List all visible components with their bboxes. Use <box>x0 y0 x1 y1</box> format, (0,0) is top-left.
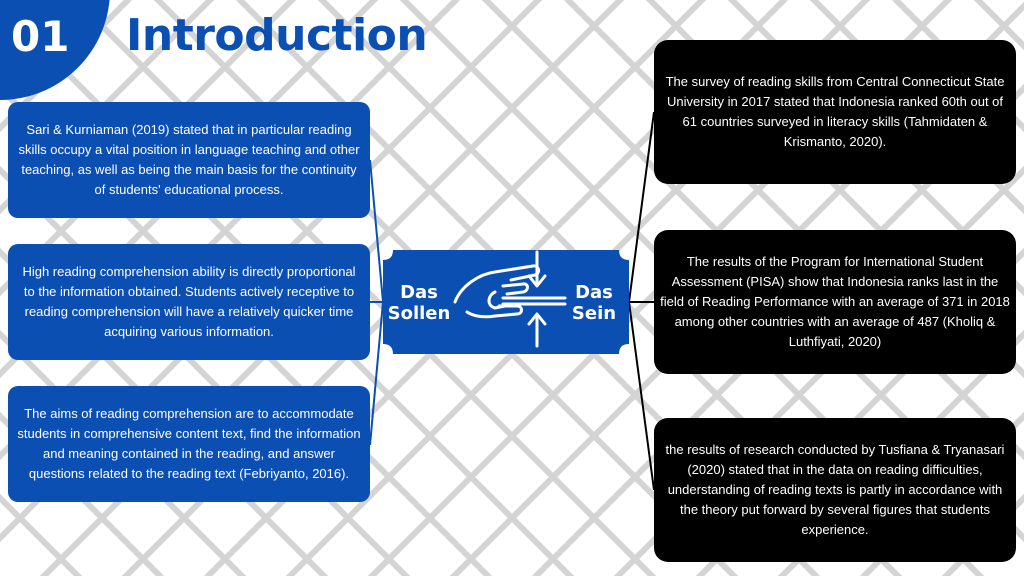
das-sollen-label: Das Sollen <box>387 282 451 324</box>
connector-right-1 <box>628 111 655 303</box>
left-box-3: The aims of reading comprehension are to… <box>8 386 370 502</box>
das-sein-label: Das Sein <box>571 282 617 324</box>
right-box-2: The results of the Program for Internati… <box>654 230 1016 374</box>
hand-pinch-icon <box>453 250 567 348</box>
right-box-3: the results of research conducted by Tus… <box>654 418 1016 562</box>
left-box-2-text: High reading comprehension ability is di… <box>22 264 356 339</box>
right-box-1-text: The survey of reading skills from Centra… <box>665 74 1005 149</box>
connector-left-1 <box>369 159 384 303</box>
center-ticket-shape <box>383 250 629 354</box>
page-title: Introduction <box>126 10 428 61</box>
left-box-1: Sari & Kurniaman (2019) stated that in p… <box>8 102 370 218</box>
left-box-3-text: The aims of reading comprehension are to… <box>17 406 361 481</box>
right-box-2-text: The results of the Program for Internati… <box>660 254 1010 349</box>
center-concept-block: Das Sollen Das Sein <box>383 250 629 354</box>
left-box-2: High reading comprehension ability is di… <box>8 244 370 360</box>
section-number: 01 <box>11 12 70 61</box>
right-box-3-text: the results of research conducted by Tus… <box>665 442 1005 537</box>
left-box-1-text: Sari & Kurniaman (2019) stated that in p… <box>18 122 360 197</box>
connector-left-3 <box>369 301 384 446</box>
right-box-1: The survey of reading skills from Centra… <box>654 40 1016 184</box>
connector-right-3 <box>628 301 655 491</box>
